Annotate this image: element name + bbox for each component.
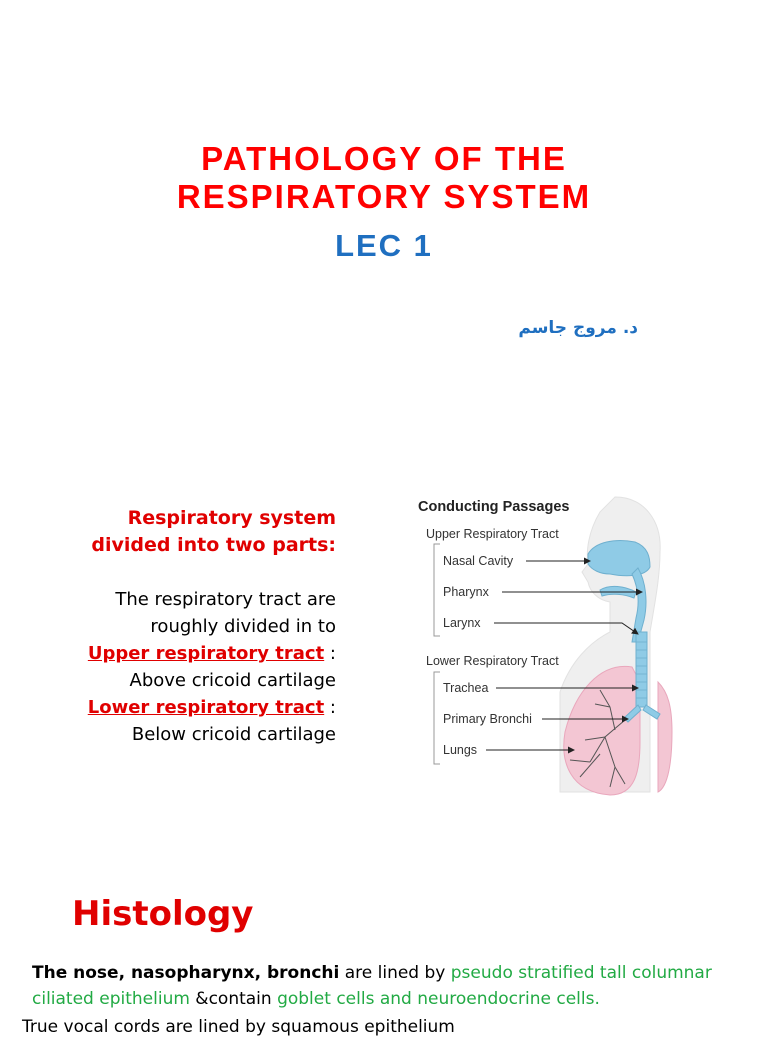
nasal-cavity-shape (587, 540, 651, 577)
lower-tract-label: Lower respiratory tract (87, 697, 325, 718)
histology-paragraph-1: The nose, nasopharynx, bronchi are lined… (32, 960, 742, 1012)
histology-paragraph-2: True vocal cords are lined by squamous e… (22, 1017, 455, 1037)
pointer-lines (486, 557, 643, 754)
author-name: د. مروج جاسم (518, 318, 638, 338)
intro-text-line-2: roughly divided in to (150, 616, 336, 637)
page-title: PATHOLOGY OF THE RESPIRATORY SYSTEM (0, 140, 768, 216)
trachea-rings (636, 641, 647, 699)
upper-bracket (433, 543, 440, 637)
trachea-shape (635, 631, 648, 708)
intro-heading-line-1: Respiratory system (127, 507, 336, 529)
pointer-larynx (494, 622, 639, 635)
right-lung-shape (657, 680, 673, 793)
label-larynx: Larynx (443, 616, 481, 630)
bronchial-tree (569, 689, 626, 788)
title-line-1: PATHOLOGY OF THE (201, 140, 567, 177)
histology-text-1: are lined by (339, 963, 451, 983)
label-trachea: Trachea (443, 681, 488, 695)
upper-tract-desc: Above cricoid cartilage (129, 670, 336, 691)
histology-heading: Histology (72, 894, 254, 934)
diagram-title: Conducting Passages (418, 499, 569, 515)
lower-tract-colon: : (324, 697, 336, 718)
label-lungs: Lungs (443, 743, 477, 757)
title-line-2: RESPIRATORY SYSTEM (176, 178, 592, 215)
upper-tract-label: Upper respiratory tract (87, 643, 325, 664)
conducting-passages-diagram: Conducting Passages Upper Respiratory Tr… (418, 496, 673, 796)
histology-bold-text: The nose, nasopharynx, bronchi (32, 963, 340, 983)
intro-body: The respiratory tract are roughly divide… (88, 586, 336, 748)
upper-section-label: Upper Respiratory Tract (426, 527, 559, 541)
histology-green-1: pseudo stratified tall columnar ciliated… (32, 963, 712, 1009)
lower-tract-desc: Below cricoid cartilage (131, 724, 336, 745)
upper-tract-colon: : (324, 643, 336, 664)
left-lung-shape (563, 665, 641, 796)
upper-tract-line: Upper respiratory tract : (88, 640, 336, 667)
label-pharynx: Pharynx (443, 585, 490, 599)
lower-bracket (433, 671, 440, 765)
histology-text-2: &contain (189, 989, 278, 1009)
label-primary-bronchi: Primary Bronchi (443, 712, 532, 726)
intro-heading: Respiratory system divided into two part… (91, 505, 336, 559)
lower-tract-line: Lower respiratory tract : (88, 694, 336, 721)
histology-green-2: goblet cells and neuroendocrine cells. (277, 989, 600, 1009)
lecture-number: LEC 1 (335, 228, 433, 263)
intro-heading-line-2: divided into two parts: (91, 534, 336, 556)
label-nasal-cavity: Nasal Cavity (443, 554, 514, 568)
intro-text-line-1: The respiratory tract are (115, 589, 336, 610)
pharynx-shape (631, 567, 647, 643)
lower-section-label: Lower Respiratory Tract (426, 654, 559, 668)
